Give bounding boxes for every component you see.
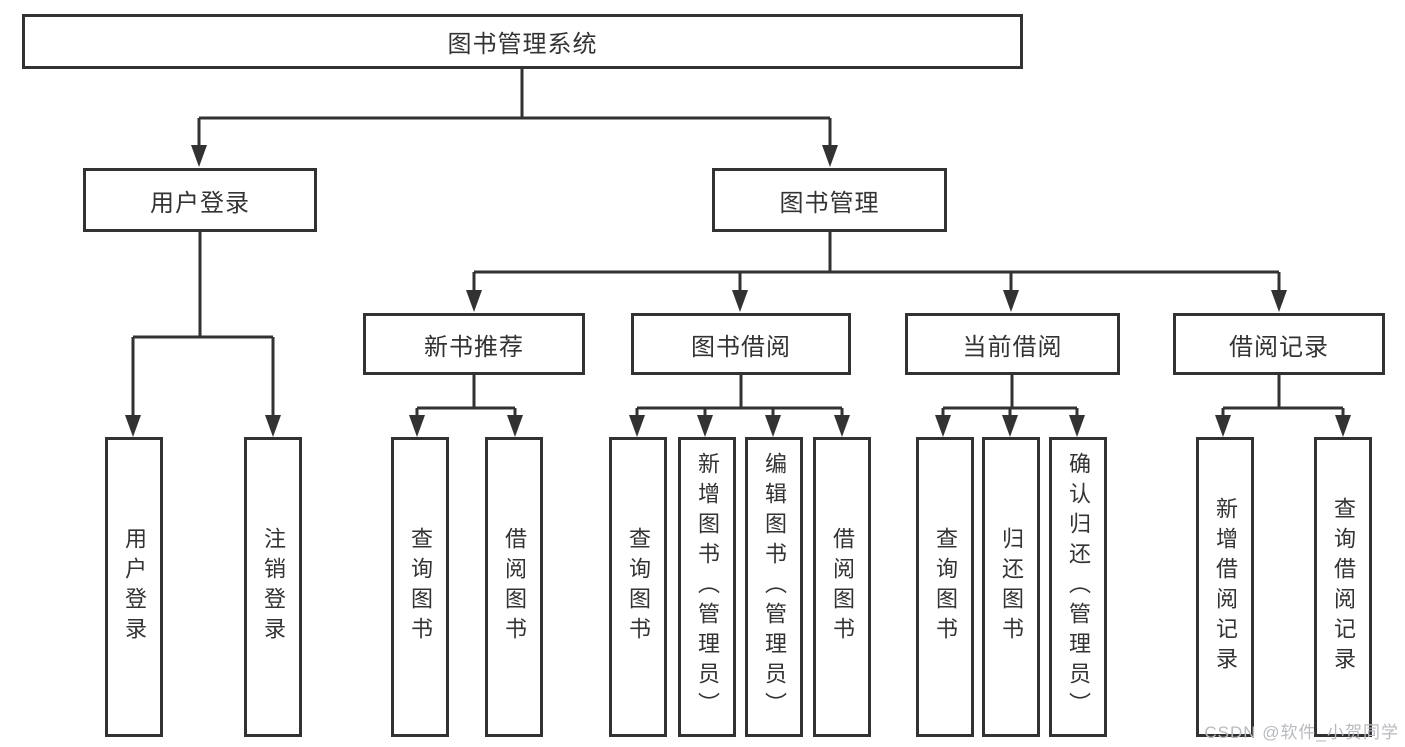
arrowhead-icon [507, 415, 523, 437]
connector-book-mgmt-to-level3 [466, 232, 1287, 312]
leaf-borrow-query-books: 查询图书 [609, 437, 667, 737]
arrowhead-icon [629, 415, 645, 437]
connector-line [197, 68, 832, 153]
leaf-records-query-record: 查询借阅记录 [1314, 437, 1372, 737]
arrowhead-icon [765, 415, 781, 437]
arrowhead-icon [697, 415, 713, 437]
leaf-borrow-edit-books-admin: 编辑图书（管理员） [745, 437, 803, 737]
arrowhead-icon [1215, 415, 1231, 437]
leaf-records-add-record: 新增借阅记录 [1196, 437, 1254, 737]
connector-borrow-records-to-children [1215, 375, 1351, 437]
arrowhead-icon [191, 145, 207, 167]
arrowhead-icon [732, 290, 748, 312]
leaf-rec-query-books: 查询图书 [391, 437, 449, 737]
node-user-login: 用户登录 [83, 168, 317, 232]
arrowhead-icon [125, 415, 141, 437]
connector-line [941, 375, 1079, 422]
node-borrow-records: 借阅记录 [1173, 313, 1385, 375]
leaf-current-confirm-return-admin: 确认归还（管理员） [1049, 437, 1107, 737]
arrowhead-icon [1069, 415, 1085, 437]
node-current-borrowing: 当前借阅 [905, 313, 1120, 375]
leaf-logout: 注销登录 [244, 437, 302, 737]
connector-line [635, 375, 844, 422]
arrowhead-icon [265, 415, 281, 437]
watermark: CSDN @软件_小贺同学 [1204, 723, 1399, 742]
connector-line [1221, 375, 1345, 422]
node-library-system: 图书管理系统 [22, 14, 1023, 69]
arrowhead-icon [1003, 290, 1019, 312]
connector-current-borrow-to-children [935, 375, 1085, 437]
connector-user-login-to-children [125, 232, 281, 437]
arrowhead-icon [1271, 290, 1287, 312]
node-new-book-recommend: 新书推荐 [363, 313, 585, 375]
arrowhead-icon [935, 415, 951, 437]
leaf-user-login: 用户登录 [105, 437, 163, 737]
connector-book-borrow-to-children [629, 375, 850, 437]
connector-line [415, 375, 517, 422]
leaf-current-query-books: 查询图书 [916, 437, 974, 737]
connector-root-to-level2 [191, 68, 838, 167]
leaf-rec-borrow-books: 借阅图书 [485, 437, 543, 737]
arrowhead-icon [409, 415, 425, 437]
connector-line [472, 232, 1281, 297]
connector-line [131, 232, 275, 422]
arrowhead-icon [822, 145, 838, 167]
leaf-borrow-add-books-admin: 新增图书（管理员） [678, 437, 736, 737]
leaf-current-return-books: 归还图书 [982, 437, 1040, 737]
node-book-borrowing: 图书借阅 [631, 313, 851, 375]
arrowhead-icon [1002, 415, 1018, 437]
connector-new-book-to-children [409, 375, 523, 437]
leaf-borrow-borrow-books: 借阅图书 [813, 437, 871, 737]
node-book-management: 图书管理 [712, 168, 947, 232]
arrowhead-icon [834, 415, 850, 437]
arrowhead-icon [466, 290, 482, 312]
arrowhead-icon [1335, 415, 1351, 437]
